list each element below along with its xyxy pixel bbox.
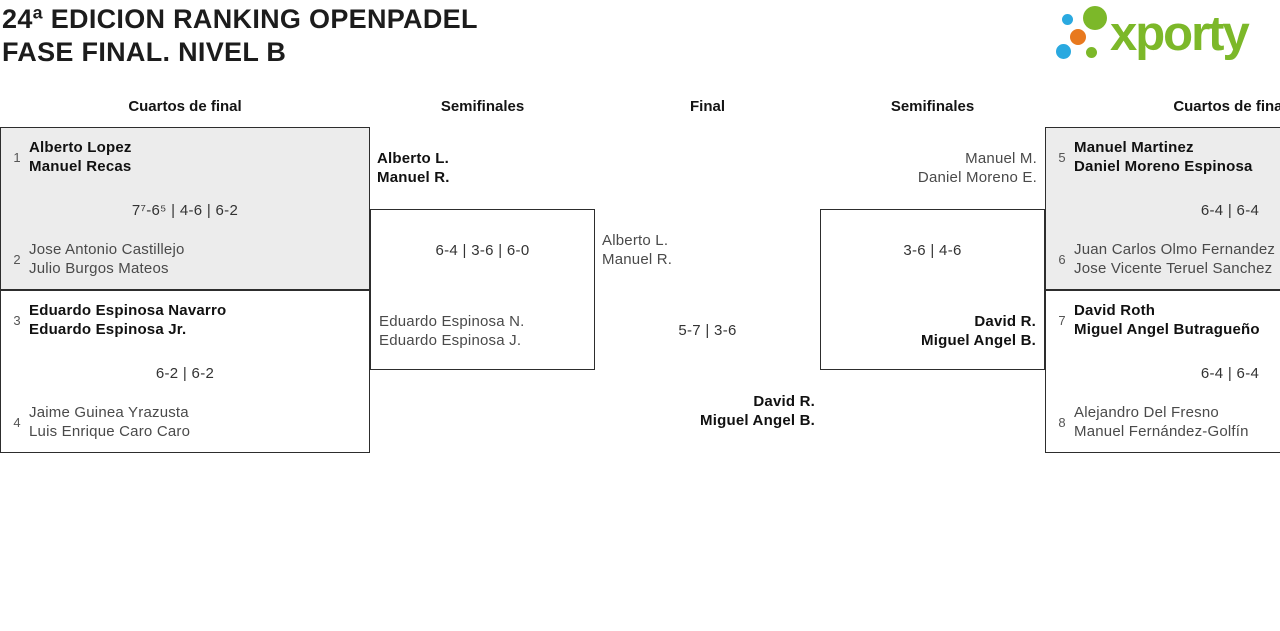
player-name: Daniel Moreno Espinosa <box>1074 158 1253 175</box>
team-names: Juan Carlos Olmo Fernandez Jose Vicente … <box>1074 240 1275 278</box>
qf-match-4-box: 7 David Roth Miguel Angel Butragueño 6-4… <box>1045 290 1280 453</box>
team-row: 1 Alberto Lopez Manuel Recas <box>9 138 361 176</box>
round-header-final: Final <box>689 98 725 115</box>
match-score: 6-4 | 3-6 | 6-0 <box>435 242 530 259</box>
round-header-sf-left: Semifinales <box>440 98 525 115</box>
title-line-1: 24ª EDICION RANKING OPENPADEL <box>2 4 478 34</box>
player-name: Manuel Fernández-Golfín <box>1074 423 1249 440</box>
team-names: Eduardo Espinosa Navarro Eduardo Espinos… <box>29 301 226 339</box>
team-row: 3 Eduardo Espinosa Navarro Eduardo Espin… <box>9 301 361 339</box>
qf-match-2-box: 3 Eduardo Espinosa Navarro Eduardo Espin… <box>0 290 370 453</box>
qf-match-1-box: 1 Alberto Lopez Manuel Recas 7⁷-6⁵ | 4-6… <box>0 127 370 290</box>
player-name: Jose Vicente Teruel Sanchez <box>1074 260 1273 277</box>
team-row: 8 Alejandro Del Fresno Manuel Fernández-… <box>1054 403 1280 441</box>
player-name: Manuel M. <box>965 150 1037 167</box>
sf-left-top-team: Alberto L. Manuel R. <box>377 149 450 187</box>
title-line-2: FASE FINAL. NIVEL B <box>2 37 287 67</box>
logo-dot-blue-medium <box>1056 44 1071 59</box>
player-name: Manuel R. <box>602 251 673 268</box>
player-name: Miguel Angel B. <box>700 412 815 429</box>
team-names: Alejandro Del Fresno Manuel Fernández-Go… <box>1074 403 1249 441</box>
final-team-right: David R. Miguel Angel B. <box>595 392 815 430</box>
team-row: 4 Jaime Guinea Yrazusta Luis Enrique Car… <box>9 403 361 441</box>
player-name: Jose Antonio Castillejo <box>29 241 185 258</box>
qf-match-3-box: 5 Manuel Martinez Daniel Moreno Espinosa… <box>1045 127 1280 290</box>
player-name: Manuel Martinez <box>1074 139 1194 156</box>
team-row: 2 Jose Antonio Castillejo Julio Burgos M… <box>9 240 361 278</box>
player-name: Alberto L. <box>377 150 449 167</box>
logo-wordmark: xporty <box>1110 7 1250 61</box>
player-name: Jaime Guinea Yrazusta <box>29 404 189 421</box>
seed-number: 4 <box>13 414 21 430</box>
match-score: 6-4 | 6-4 <box>1200 365 1260 382</box>
player-name: David Roth <box>1074 302 1156 319</box>
team-names: Alberto Lopez Manuel Recas <box>29 138 132 176</box>
seed-number: 1 <box>13 149 21 165</box>
player-name: Eduardo Espinosa Navarro <box>29 302 227 319</box>
sf-right-box: 3-6 | 4-6 David R. Miguel Angel B. <box>820 209 1045 370</box>
seed-number: 7 <box>1058 312 1066 328</box>
player-name: Julio Burgos Mateos <box>29 260 169 277</box>
logo-dot-blue-small <box>1062 14 1073 25</box>
team-row: 7 David Roth Miguel Angel Butragueño <box>1054 301 1280 339</box>
sf-right-bottom-team: David R. Miguel Angel B. <box>921 312 1036 350</box>
player-name: Eduardo Espinosa N. <box>379 313 525 330</box>
player-name: Alberto Lopez <box>29 139 132 156</box>
player-name: Daniel Moreno E. <box>917 169 1037 186</box>
round-header-sf-right: Semifinales <box>890 98 975 115</box>
sf-left-bottom-team: Eduardo Espinosa N. Eduardo Espinosa J. <box>379 312 525 350</box>
player-name: Eduardo Espinosa Jr. <box>29 321 187 338</box>
player-name: Miguel Angel Butragueño <box>1074 321 1260 338</box>
match-score: 3-6 | 4-6 <box>903 242 962 259</box>
sf-right-top-team: Manuel M. Daniel Moreno E. <box>827 149 1037 187</box>
logo-dot-green-large <box>1083 6 1107 30</box>
player-name: Alejandro Del Fresno <box>1074 404 1219 421</box>
player-name: Miguel Angel B. <box>921 332 1036 349</box>
seed-number: 8 <box>1058 414 1066 430</box>
final-score: 5-7 | 3-6 <box>678 322 737 339</box>
seed-number: 3 <box>13 312 21 328</box>
team-names: David Roth Miguel Angel Butragueño <box>1074 301 1260 339</box>
player-name: David R. <box>974 313 1036 330</box>
match-score: 6-2 | 6-2 <box>155 365 215 382</box>
logo-dot-green-small <box>1086 47 1097 58</box>
team-names: Jose Antonio Castillejo Julio Burgos Mat… <box>29 240 185 278</box>
team-names: Jaime Guinea Yrazusta Luis Enrique Caro … <box>29 403 190 441</box>
team-names: Manuel Martinez Daniel Moreno Espinosa <box>1074 138 1253 176</box>
match-score: 7⁷-6⁵ | 4-6 | 6-2 <box>131 202 239 219</box>
player-name: David R. <box>753 393 815 410</box>
team-row: 5 Manuel Martinez Daniel Moreno Espinosa <box>1054 138 1280 176</box>
seed-number: 2 <box>13 251 21 267</box>
sf-left-box: 6-4 | 3-6 | 6-0 Eduardo Espinosa N. Edua… <box>370 209 595 370</box>
seed-number: 6 <box>1058 251 1066 267</box>
player-name: Juan Carlos Olmo Fernandez <box>1074 241 1276 258</box>
player-name: Eduardo Espinosa J. <box>379 332 522 349</box>
seed-number: 5 <box>1058 149 1066 165</box>
player-name: Alberto L. <box>602 232 669 249</box>
player-name: Manuel Recas <box>29 158 132 175</box>
xporty-logo: xporty <box>1048 2 1278 70</box>
match-score: 6-4 | 6-4 <box>1200 202 1260 219</box>
logo-dot-orange <box>1070 29 1086 45</box>
final-team-left: Alberto L. Manuel R. <box>602 231 672 269</box>
player-name: Luis Enrique Caro Caro <box>29 423 191 440</box>
round-header-qf-right: Cuartos de final <box>1173 98 1280 115</box>
team-row: 6 Juan Carlos Olmo Fernandez Jose Vicent… <box>1054 240 1280 278</box>
player-name: Manuel R. <box>377 169 450 186</box>
page-title: 24ª EDICION RANKING OPENPADEL FASE FINAL… <box>2 3 478 69</box>
round-header-qf-left: Cuartos de final <box>128 98 242 115</box>
